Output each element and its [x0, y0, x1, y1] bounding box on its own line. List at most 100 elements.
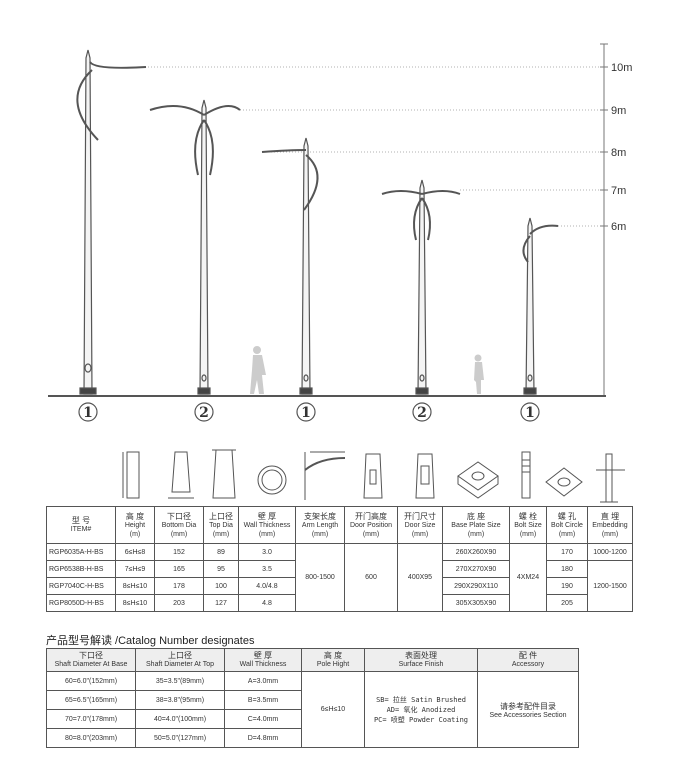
pole-6m — [522, 217, 559, 395]
cell-wall: 3.5 — [238, 560, 296, 578]
cell-embedding-1: 1000-1200 — [587, 543, 633, 561]
door-position-icon — [363, 453, 383, 499]
scale-label-8m: 8m — [611, 147, 626, 159]
cell-top: 89 — [203, 543, 239, 561]
cell-base: 290X290X110 — [442, 577, 510, 595]
cat-cell-height: 6≤H≤10 — [301, 671, 365, 748]
cell-bottom: 203 — [154, 594, 204, 612]
table-row: 70=7.0"(178mm) 40=4.0"(100mm) C=4.0mm — [46, 709, 579, 729]
cat-cell-top: 50=5.0"(127mm) — [135, 728, 225, 748]
cell-item: RGP7040C-H-BS — [46, 577, 116, 595]
cat-cell-wall: C=4.0mm — [224, 709, 302, 729]
cell-bottom: 165 — [154, 560, 204, 578]
pole-number-4: 2 — [412, 402, 432, 422]
cell-item: RGP6035A-H-BS — [46, 543, 116, 561]
cell-height: 6≤H≤8 — [115, 543, 155, 561]
scale-label-10m: 10m — [611, 62, 632, 74]
pole-number-1: 1 — [78, 402, 98, 422]
base-plate-icon — [457, 461, 499, 499]
table-row: 60=6.0"(152mm) 35=3.5"(89mm) A=3.0mm 6≤H… — [46, 671, 579, 748]
cat-cell-top: 35=3.5"(89mm) — [135, 671, 225, 691]
table-row: 80=8.0"(203mm) 50=5.0"(127mm) D=4.8mm — [46, 728, 579, 748]
svg-text:2: 2 — [199, 405, 209, 421]
cell-wall: 4.8 — [238, 594, 296, 612]
bolt-size-icon — [521, 451, 531, 499]
svg-text:1: 1 — [525, 405, 535, 421]
table-row: RGP6035A-H-BS 6≤H≤8 152 89 3.0 800-1500 … — [46, 543, 633, 612]
cell-base: 260X260X90 — [442, 543, 510, 561]
cell-height: 8≤H≤10 — [115, 594, 155, 612]
table-row: RGP8050D-H-BS 8≤H≤10 203 127 4.8 305X305… — [46, 594, 633, 612]
cat-cell-finish: SB= 拉丝 Satin Brushed AD= 氧化 Anodized PC=… — [364, 671, 478, 748]
bolt-circle-icon — [545, 467, 583, 497]
cell-bolt-size: 4XM24 — [509, 543, 547, 612]
cell-top: 127 — [203, 594, 239, 612]
svg-text:1: 1 — [83, 405, 93, 421]
cell-circle: 180 — [546, 560, 588, 578]
svg-text:1: 1 — [301, 405, 311, 421]
cell-arm-length: 800-1500 — [295, 543, 345, 612]
pole-9m — [149, 99, 241, 395]
cat-cell-top: 40=4.0"(100mm) — [135, 709, 225, 729]
cat-cell-wall: A=3.0mm — [224, 671, 302, 691]
finish-sb: SB= 拉丝 Satin Brushed — [376, 695, 466, 704]
cat-cell-accessory: 请参考配件目录 See Accessories Section — [477, 671, 579, 748]
cell-circle: 205 — [546, 594, 588, 612]
top-dia-icon — [212, 449, 236, 499]
table-row: RGP6538B-H-BS 7≤H≤9 165 95 3.5 270X270X9… — [46, 560, 633, 612]
pole-7m — [381, 179, 461, 395]
cell-bottom: 178 — [154, 577, 204, 595]
cell-door-position: 600 — [344, 543, 398, 612]
embedding-icon — [596, 453, 625, 503]
pole-number-5: 1 — [520, 402, 540, 422]
cell-circle: 190 — [546, 577, 588, 595]
door-size-icon — [415, 453, 435, 499]
person-silhouette-1 — [250, 346, 266, 394]
finish-ad: AD= 氧化 Anodized — [386, 705, 456, 714]
pole-10m — [76, 49, 147, 395]
cat-cell-wall: B=3.5mm — [224, 690, 302, 710]
cell-wall: 4.0/4.8 — [238, 577, 296, 595]
column-icons-row — [122, 449, 625, 503]
cell-base: 270X270X90 — [442, 560, 510, 578]
cell-bottom: 152 — [154, 543, 204, 561]
cat-cell-wall: D=4.8mm — [224, 728, 302, 748]
pole-number-3: 1 — [296, 402, 316, 422]
cell-item: RGP8050D-H-BS — [46, 594, 116, 612]
pole-number-2: 2 — [194, 402, 214, 422]
table-row: 65=6.5"(165mm) 38=3.8"(95mm) B=3.5mm — [46, 690, 579, 710]
cell-circle: 170 — [546, 543, 588, 561]
cat-cell-base: 60=6.0"(152mm) — [46, 671, 136, 691]
scale-label-6m: 6m — [611, 221, 626, 233]
arm-length-icon — [304, 451, 346, 500]
cell-item: RGP6538B-H-BS — [46, 560, 116, 578]
cell-door-size: 400X95 — [397, 543, 443, 612]
cell-height: 8≤H≤10 — [115, 577, 155, 595]
height-icon — [122, 451, 140, 499]
cat-cell-top: 38=3.8"(95mm) — [135, 690, 225, 710]
scale-label-7m: 7m — [611, 185, 626, 197]
accessory-cn: 请参考配件目录 — [500, 701, 556, 711]
cell-top: 95 — [203, 560, 239, 578]
catalog-title: 产品型号解读 /Catalog Number designates — [46, 635, 255, 647]
cell-base: 305X305X90 — [442, 594, 510, 612]
finish-pc: PC= 喷塑 Powder Coating — [373, 715, 469, 724]
pole-8m — [261, 137, 319, 395]
wall-thickness-icon — [257, 465, 287, 495]
